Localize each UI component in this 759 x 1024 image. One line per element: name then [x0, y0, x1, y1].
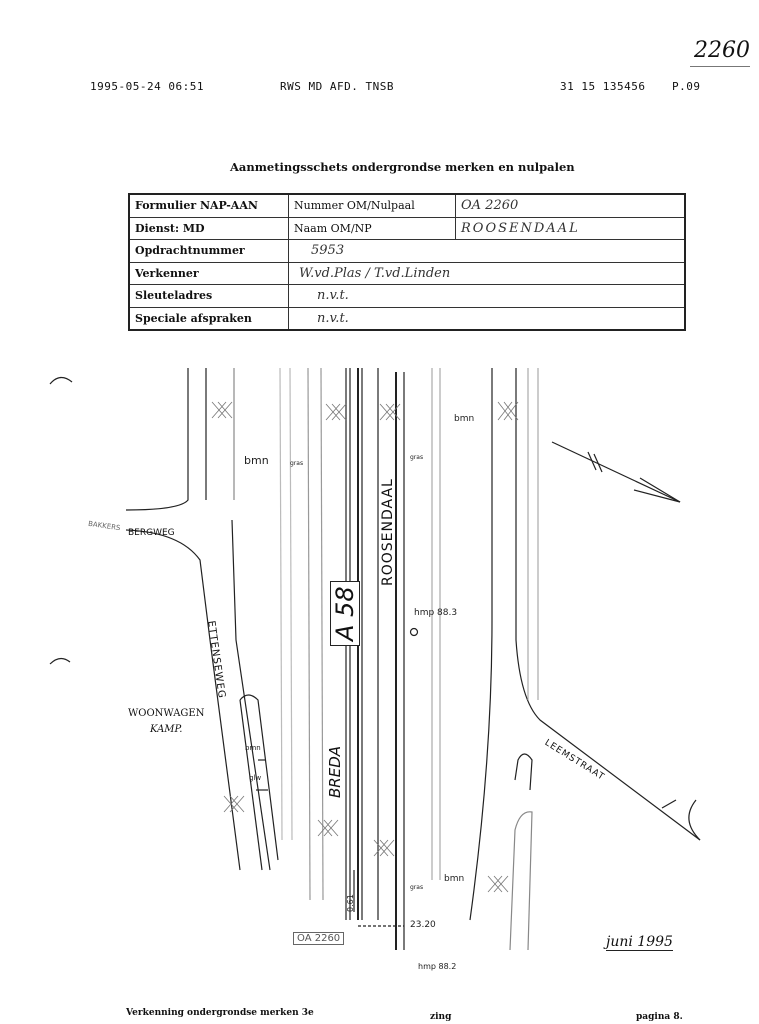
gras-label: gras [410, 884, 424, 891]
road-line [125, 368, 189, 511]
bmn-label: bmn [444, 874, 465, 884]
form-field-label: Nummer OM/Nulpaal [288, 193, 456, 218]
form-label: Speciale afspraken [128, 306, 289, 331]
document-number: 2260 [694, 38, 750, 63]
form-field-label: Naam OM/NP [288, 216, 456, 240]
road-line [231, 519, 271, 871]
form-value: n.v.t. [288, 306, 686, 331]
road-line [239, 699, 263, 871]
form-table: Formulier NAP-AAN Nummer OM/Nulpaal OA 2… [128, 193, 686, 331]
form-value: ROOSENDAAL [455, 216, 686, 240]
doc-number-underline [690, 66, 750, 67]
form-value: W.vd.Plas / T.vd.Linden [288, 261, 686, 285]
form-value: 5953 [288, 239, 686, 263]
road-line [320, 367, 324, 901]
fax-page: P.09 [672, 80, 701, 93]
area-label-kamp: KAMP. [150, 724, 183, 735]
road-line [688, 799, 701, 841]
fax-sender: RWS MD AFD. TNSB [280, 80, 394, 93]
marker-box-label: OA 2260 [293, 932, 345, 945]
distance-label: 23.20 [410, 920, 436, 930]
footer-right: pagina 8. [636, 1012, 683, 1022]
road-line [279, 367, 283, 841]
form-row: Speciale afspraken n.v.t. [128, 306, 686, 331]
footer-mid: zing [430, 1012, 452, 1022]
form-label: Formulier NAP-AAN [128, 193, 289, 218]
road-line [515, 368, 701, 841]
glw-label: glw [249, 774, 262, 782]
form-row: Sleuteladres n.v.t. [128, 284, 686, 308]
gras-label: gras [410, 454, 424, 461]
hectometre-post-icon [409, 627, 419, 637]
north-arrow-icon [551, 441, 681, 503]
road-label-bergweg: BERGWEG [128, 528, 175, 538]
form-value: n.v.t. [288, 284, 686, 308]
hectometre-label: hmp 88.3 [414, 608, 458, 618]
form-row: Verkenner W.vd.Plas / T.vd.Linden [128, 261, 686, 285]
area-label-woonwagen: WOONWAGEN [128, 708, 205, 719]
road-line [661, 799, 677, 809]
road-line [509, 811, 533, 950]
road-line [289, 367, 293, 841]
distance-label: 0.61 [346, 894, 355, 912]
punch-hole-mark [49, 657, 71, 665]
form-row: Formulier NAP-AAN Nummer OM/Nulpaal OA 2… [128, 193, 686, 218]
road-label-roosendaal: ROOSENDAAL [380, 478, 396, 586]
gras-label: gras [290, 460, 304, 467]
sketch-date: juni 1995 [606, 934, 673, 951]
form-row: Dienst: MD Naam OM/NP ROOSENDAAL [128, 216, 686, 240]
fax-datetime: 1995-05-24 06:51 [90, 80, 204, 93]
form-row: Opdrachtnummer 5953 [128, 239, 686, 263]
form-value: OA 2260 [455, 193, 686, 218]
road-line [307, 367, 311, 901]
fax-number: 31 15 135456 [560, 80, 646, 93]
bmn-label: bmn [454, 414, 475, 424]
punch-hole-mark [49, 376, 73, 385]
road-line [239, 694, 279, 861]
bmn-label: bmn [244, 454, 269, 467]
road-label-a58: A 58 [330, 581, 360, 646]
road-line [514, 753, 533, 791]
form-label: Dienst: MD [128, 216, 289, 240]
hatch-patch [211, 401, 519, 893]
page-title: Aanmetingsschets ondergrondse merken en … [230, 160, 575, 174]
form-label: Opdrachtnummer [128, 239, 289, 263]
form-label: Verkenner [128, 261, 289, 285]
location-sketch [49, 367, 701, 950]
form-label: Sleuteladres [128, 284, 289, 308]
road-line [125, 529, 241, 871]
bmn-label: bmn [245, 744, 261, 752]
footer-left: Verkenning ondergrondse merken 3e [126, 1008, 314, 1018]
hectometre-label: hmp 88.2 [418, 962, 457, 971]
road-label-breda: BREDA [326, 745, 344, 798]
road-line [469, 368, 493, 921]
